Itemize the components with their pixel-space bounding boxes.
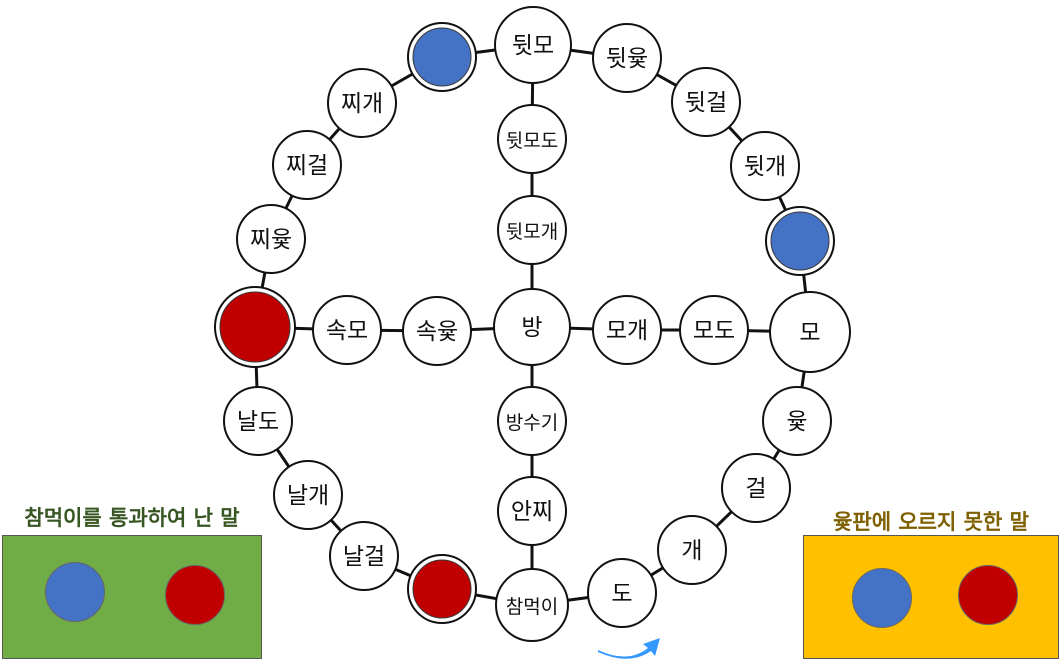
board-node-label: 뒷개: [744, 154, 786, 180]
board-node-circle: [497, 386, 567, 456]
board-node-label: 날도: [237, 409, 279, 435]
board-node-circle: [592, 295, 662, 365]
board-node-circle: [679, 295, 749, 365]
board-node-label: 속모: [326, 318, 368, 344]
board-node-label: 걸: [745, 476, 766, 502]
board-node-nalyut[interactable]: [407, 554, 477, 624]
waiting-red-piece[interactable]: [958, 565, 1018, 625]
board-node-dwityut[interactable]: 뒷윷: [592, 23, 662, 93]
board-node-label: 모도: [693, 318, 735, 344]
board-node-circle: [273, 460, 343, 530]
waiting-panel-title: 윷판에 오르지 못한 말: [833, 510, 1029, 534]
waiting-pieces-panel: [803, 535, 1059, 659]
red-piece[interactable]: [219, 291, 291, 363]
board-node-circle: [312, 295, 382, 365]
board-node-dwitgeol[interactable]: 뒷걸: [671, 67, 741, 137]
board-node-label: 모: [799, 320, 820, 346]
board-node-label: 찌개: [341, 91, 383, 117]
finished-pieces-panel: [2, 535, 262, 659]
board-node-label: 속윷: [416, 319, 458, 345]
board-node-circle: [223, 386, 293, 456]
board-node-label: 윷: [786, 409, 807, 435]
board-node-circle: [272, 130, 342, 200]
board-node-modo[interactable]: 모도: [679, 295, 749, 365]
finished-blue-piece[interactable]: [45, 562, 105, 622]
board-node-jjimo[interactable]: [214, 286, 296, 368]
board-node-mogae[interactable]: 모개: [592, 295, 662, 365]
waiting-blue-piece[interactable]: [852, 568, 912, 628]
board-node-jjigeol[interactable]: 찌걸: [272, 130, 342, 200]
board-node-do[interactable]: 도: [587, 558, 657, 628]
board-node-circle: [497, 104, 567, 174]
board-node-label: 안찌: [511, 499, 553, 525]
board-node-bang[interactable]: 방: [493, 288, 571, 366]
board-node-mo[interactable]: 모: [769, 291, 851, 373]
board-node-label: 뒷윷: [606, 46, 648, 72]
board-node-sokyut[interactable]: 속윷: [402, 296, 472, 366]
board-node-circle: [327, 68, 397, 138]
board-node-circle: [402, 296, 472, 366]
board-node-label: 뒷모개: [506, 221, 558, 243]
board-node-label: 참먹이: [506, 596, 558, 618]
board-node-label: 도: [611, 581, 632, 607]
board-node-label: 찌걸: [286, 153, 328, 179]
board-node-circle: [762, 386, 832, 456]
board-node-circle: [493, 288, 571, 366]
board-node-geol[interactable]: 걸: [721, 453, 791, 523]
board-node-label: 개: [681, 538, 702, 564]
board-node-label: 날개: [287, 483, 329, 509]
board-node-jjigae[interactable]: 찌개: [327, 68, 397, 138]
board-node-circle: [592, 23, 662, 93]
board-node-sokmo[interactable]: 속모: [312, 295, 382, 365]
board-node-dwitmodo[interactable]: 뒷모도: [497, 104, 567, 174]
board-node-label: 뒷모: [512, 33, 554, 59]
board-node-yut[interactable]: 윷: [762, 386, 832, 456]
board-node-dwitdo[interactable]: [765, 206, 835, 276]
board-node-label: 모개: [606, 318, 648, 344]
board-node-nalgae[interactable]: 날개: [273, 460, 343, 530]
board-node-circle: [495, 568, 569, 642]
board-node-circle: [497, 476, 567, 546]
board-node-anjji[interactable]: 안찌: [497, 476, 567, 546]
blue-piece[interactable]: [412, 27, 472, 87]
board-node-label: 방: [521, 315, 542, 341]
board-node-circle: [497, 195, 567, 265]
finished-panel-title: 참먹이를 통과하여 난 말: [24, 506, 240, 530]
board-node-label: 뒷모도: [506, 130, 558, 152]
blue-piece[interactable]: [770, 211, 830, 271]
red-piece[interactable]: [412, 559, 472, 619]
board-node-circle: [657, 515, 727, 585]
board-node-circle: [329, 521, 399, 591]
board-node-chammeogi[interactable]: 참먹이: [495, 568, 569, 642]
board-node-jjido[interactable]: [407, 22, 477, 92]
board-node-label: 뒷걸: [685, 90, 727, 116]
board-node-circle: [236, 204, 306, 274]
board-node-dwitgae[interactable]: 뒷개: [730, 131, 800, 201]
board-node-dwitmogae[interactable]: 뒷모개: [497, 195, 567, 265]
board-node-label: 찌윷: [250, 227, 292, 253]
board-node-nalgeol[interactable]: 날걸: [329, 521, 399, 591]
board-node-jjiyut[interactable]: 찌윷: [236, 204, 306, 274]
board-node-circle: [769, 291, 851, 373]
board-node-circle: [671, 67, 741, 137]
board-node-label: 날걸: [343, 544, 385, 570]
board-node-gae[interactable]: 개: [657, 515, 727, 585]
board-node-label: 방수기: [506, 412, 558, 434]
board-node-bangsugi[interactable]: 방수기: [497, 386, 567, 456]
board-node-dwitmo[interactable]: 뒷모: [494, 6, 572, 84]
board-node-circle: [721, 453, 791, 523]
board-node-circle: [494, 6, 572, 84]
board-node-circle: [730, 131, 800, 201]
finished-red-piece[interactable]: [165, 565, 225, 625]
board-node-naldo[interactable]: 날도: [223, 386, 293, 456]
board-node-circle: [587, 558, 657, 628]
arrow-right-icon: [598, 638, 660, 659]
